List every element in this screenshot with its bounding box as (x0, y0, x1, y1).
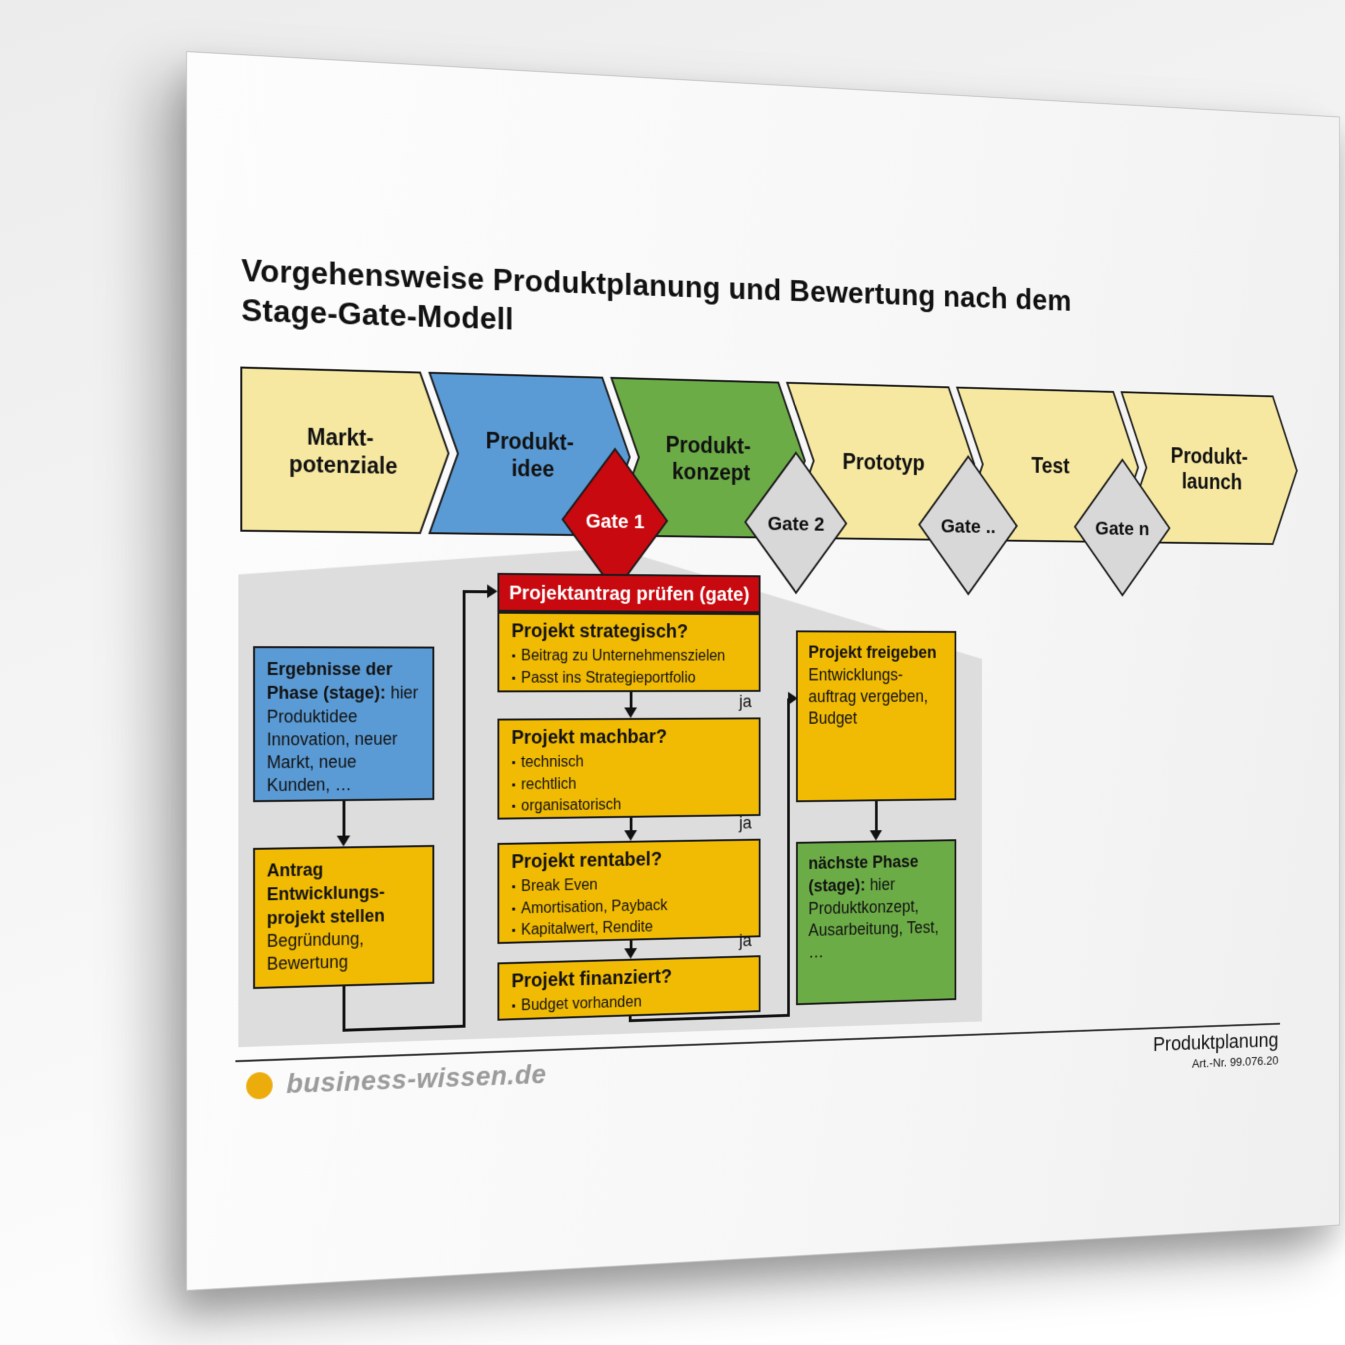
bullet-text: Break Even (521, 876, 598, 895)
document-meta: Produktplanung Art.-Nr. 99.076.20 (1153, 1028, 1278, 1072)
release-title: Projekt freigeben (808, 642, 937, 662)
gate-dots-label: Gate .. (941, 516, 996, 538)
connector-stageresult-antrag (342, 801, 346, 836)
next-phase-title: nächste Phase (stage): (808, 851, 919, 896)
stage-label-produktkonzept: Produkt- konzept (666, 432, 757, 485)
stage-gate-band: Markt- potenziale Produkt- idee Produkt-… (227, 353, 1341, 618)
bullet-marker-icon: ▪ (511, 901, 516, 916)
page-title: Vorgehensweise Produktplanung und Bewert… (241, 250, 1208, 361)
bullet-text: rechtlich (521, 775, 577, 793)
question-strategisch-title: Projekt strategisch? (511, 620, 689, 643)
bullet-text: Amortisation, Payback (521, 897, 668, 917)
stage-chevron-test (957, 388, 1138, 543)
release-body: Entwicklungs-auftrag vergeben, Budget (808, 665, 929, 728)
bullet-marker-icon: ▪ (511, 777, 516, 792)
gate-2-label: Gate 2 (768, 513, 825, 536)
bullet-marker-icon: ▪ (511, 670, 516, 685)
stage-label-marktpotenziale: Markt- potenziale (289, 423, 397, 479)
bullet-marker-icon: ▪ (511, 998, 516, 1013)
question-finanziert-box: Projekt finanziert? ▪ Budget vorhanden (497, 955, 761, 1021)
question-finanziert-title: Projekt finanziert? (511, 966, 673, 993)
bullet-text: organisatorisch (521, 797, 622, 815)
stage-label-produktlaunch: Produkt- launch (1171, 444, 1253, 495)
poster-page: Vorgehensweise Produktplanung und Bewert… (186, 51, 1340, 1291)
stage-chevron-produktidee (430, 373, 630, 536)
gate-dots-diamond (919, 456, 1017, 595)
antrag-title: Antrag Entwicklungs-projekt stellen (266, 859, 385, 928)
connector-antrag-elbow-v1 (342, 986, 346, 1032)
gate-1-label: Gate 1 (586, 510, 645, 533)
bullet-item: ▪ technisch (511, 751, 747, 775)
question-rentabel-box: Projekt rentabel? ▪ Break Even ▪ Amortisat… (497, 838, 761, 944)
stage-label-test: Test (1031, 453, 1070, 478)
brand-name: business-wissen.de (286, 1058, 547, 1100)
connector-strategisch-machbar (629, 692, 633, 709)
brand-dot-icon (246, 1071, 273, 1100)
bullet-marker-icon: ▪ (511, 879, 516, 894)
stage-chevron-produktkonzept (611, 378, 804, 538)
question-strategisch-box: Projekt strategisch? ▪ Beitrag zu Unterne… (497, 611, 761, 693)
bullet-marker-icon: ▪ (511, 799, 516, 814)
arrowhead-down-machbar (624, 707, 638, 719)
arrowhead-down-nextphase (869, 830, 883, 841)
connector-antrag-header-h (462, 590, 488, 594)
arrowhead-down-rentabel (624, 830, 638, 841)
antrag-body: Begründung, Bewertung (266, 928, 364, 975)
arrowhead-down-finanziert (624, 948, 638, 959)
yes-label-1: ja (739, 691, 752, 711)
release-box: Projekt freigeben Entwicklungs-auftrag v… (796, 630, 957, 803)
bullet-item: ▪ Beitrag zu Unternehmenszielen (511, 646, 747, 668)
article-number: Art.-Nr. 99.076.20 (1191, 1053, 1279, 1071)
bullet-text: Kapitalwert, Rendite (521, 919, 653, 939)
gate-1-diamond (563, 448, 667, 592)
bullet-marker-icon: ▪ (511, 755, 516, 769)
bullet-text: technisch (521, 753, 584, 771)
yes-label-2: ja (739, 813, 752, 833)
question-rentabel-title: Projekt rentabel? (511, 848, 662, 873)
bullet-item: ▪ rechtlich (511, 772, 747, 796)
stage-label-prototyp: Prototyp (842, 449, 924, 475)
bullet-item: ▪ Passt ins Strategieportfolio (511, 668, 747, 690)
connector-freigeben-nextphase (875, 801, 878, 831)
connector-antrag-elbow-v2 (462, 592, 466, 1028)
stage-chevron-prototyp (787, 383, 974, 540)
arrowhead-down-antrag (336, 835, 351, 847)
bullet-marker-icon: ▪ (511, 648, 516, 663)
bullet-text: Beitrag zu Unternehmenszielen (521, 647, 726, 665)
yes-label-3: ja (739, 930, 752, 951)
connector-machbar-rentabel (629, 817, 633, 832)
gate-2-diamond (745, 452, 846, 593)
gate-header-box: Projektantrag prüfen (gate) (497, 572, 761, 614)
gate-n-label: Gate n (1095, 518, 1149, 540)
arrowhead-right-gateheader (487, 584, 498, 599)
next-phase-box: nächste Phase (stage): hier Produktkonze… (796, 839, 957, 1006)
question-machbar-title: Projekt machbar? (511, 726, 667, 749)
stage-result-title: Ergebnisse der Phase (stage): (266, 659, 393, 703)
brand-logo: business-wissen.de (246, 1059, 546, 1102)
stage-label-produktidee: Produkt- idee (486, 428, 580, 482)
bullet-text: Passt ins Strategieportfolio (521, 669, 696, 687)
antrag-box: Antrag Entwicklungs-projekt stellen Begr… (253, 844, 435, 990)
stage-result-box: Ergebnisse der Phase (stage): hier Produ… (253, 646, 435, 803)
stage-chevron-marktpotenziale (241, 368, 448, 534)
question-machbar-box: Projekt machbar? ▪ technisch ▪ rechtlich ▪… (497, 717, 761, 820)
bullet-text: Budget vorhanden (521, 993, 642, 1015)
gate-header-label: Projektantrag prüfen (gate) (509, 581, 750, 606)
bullet-marker-icon: ▪ (511, 923, 516, 938)
connector-finanziert-elbow-v2 (787, 698, 790, 1017)
document-title: Produktplanung (1152, 1028, 1279, 1056)
